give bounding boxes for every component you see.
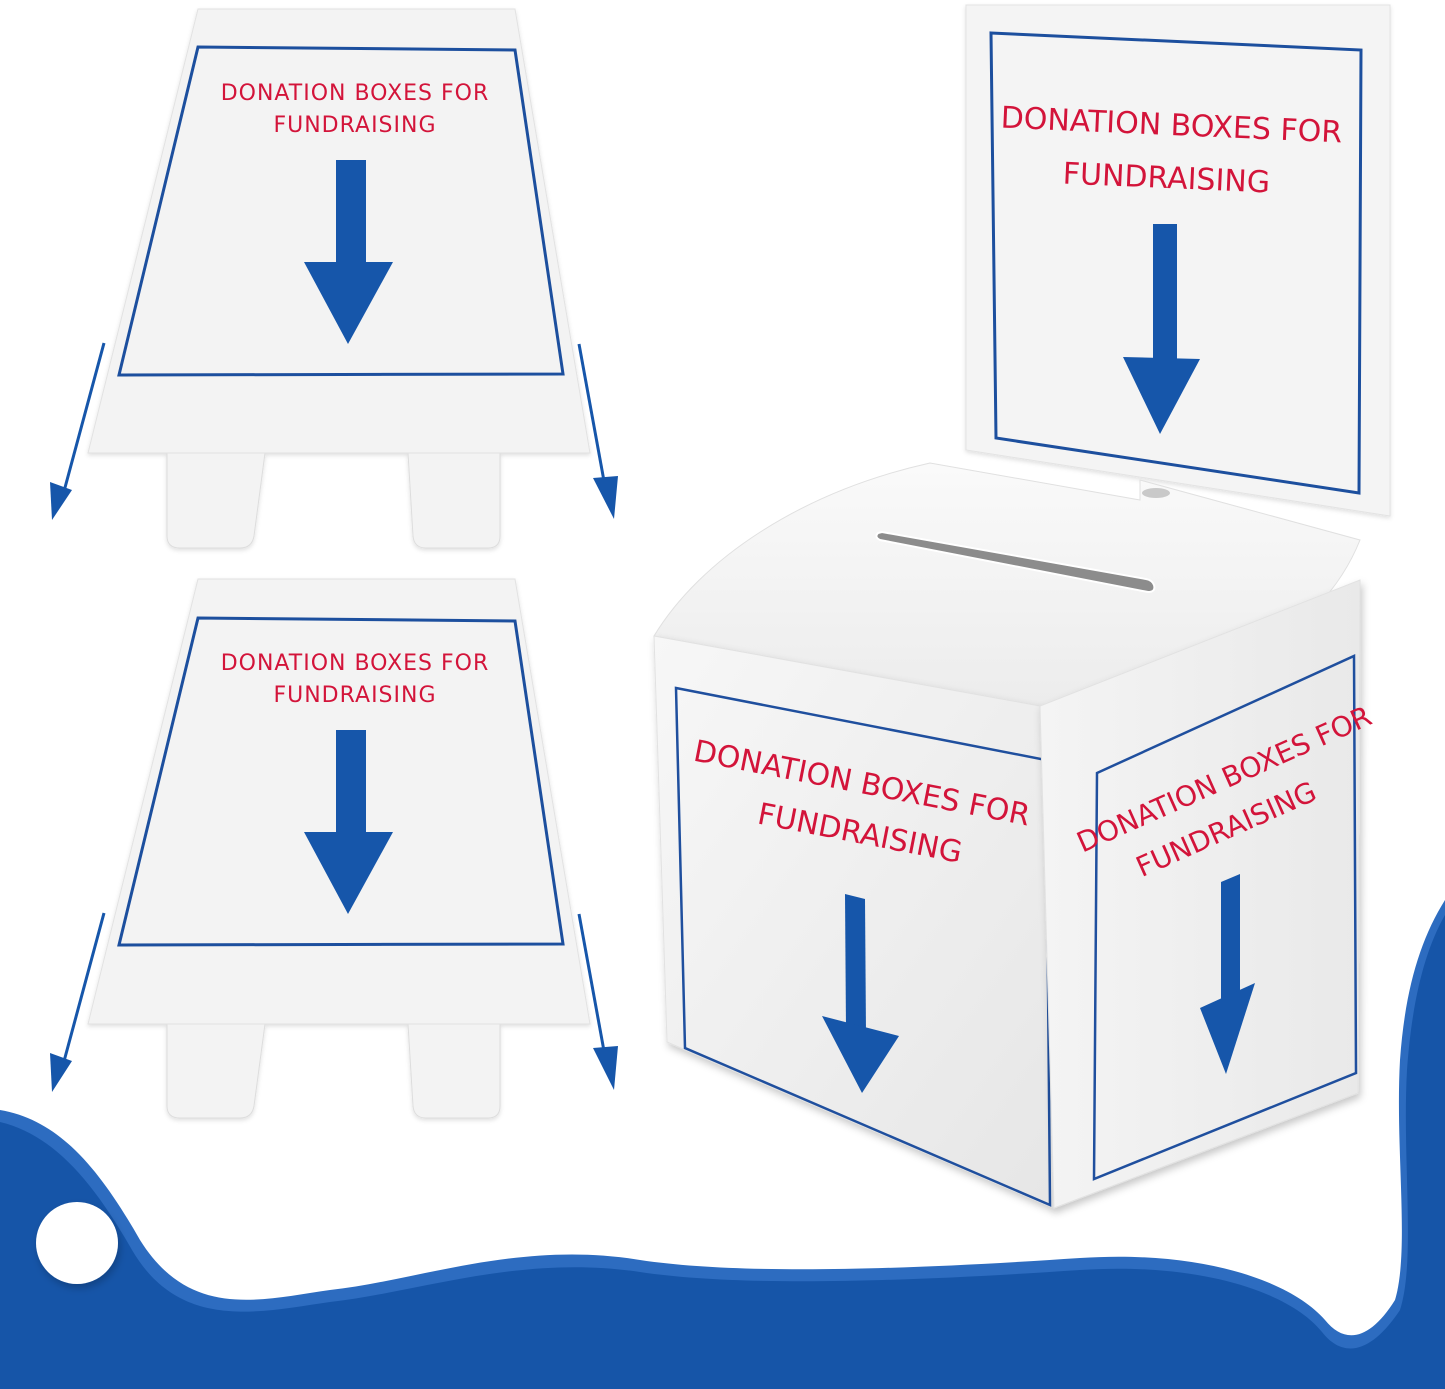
down-arrow-icon	[304, 160, 393, 344]
assembled-donation-box: DONATION BOXES FOR FUNDRAISING DONATION …	[653, 4, 1391, 1209]
flat-sign-top-line1: DONATION BOXES FOR	[221, 81, 490, 106]
fold-direction-arrow-icon	[50, 912, 106, 1092]
down-arrow-icon	[1123, 224, 1200, 434]
flat-sign-bottom-line1: DONATION BOXES FOR	[221, 651, 490, 676]
coin-slot	[875, 530, 1156, 594]
fold-direction-arrow-icon	[50, 342, 106, 520]
down-arrow-icon	[1200, 874, 1255, 1074]
flat-sign-top-line2: FUNDRAISING	[273, 113, 436, 138]
down-arrow-icon	[304, 730, 393, 914]
box-header-sign	[965, 4, 1391, 517]
flat-sign-bottom-line2: FUNDRAISING	[273, 683, 436, 708]
fold-direction-arrow-icon	[577, 343, 618, 519]
lid-hinge-tab	[1142, 488, 1170, 498]
white-dot-decoration	[36, 1202, 118, 1284]
blue-wave-decoration	[0, 900, 1445, 1389]
box-side-face	[1039, 579, 1361, 1209]
down-arrow-icon	[822, 894, 899, 1093]
fold-direction-arrow-icon	[577, 913, 618, 1090]
